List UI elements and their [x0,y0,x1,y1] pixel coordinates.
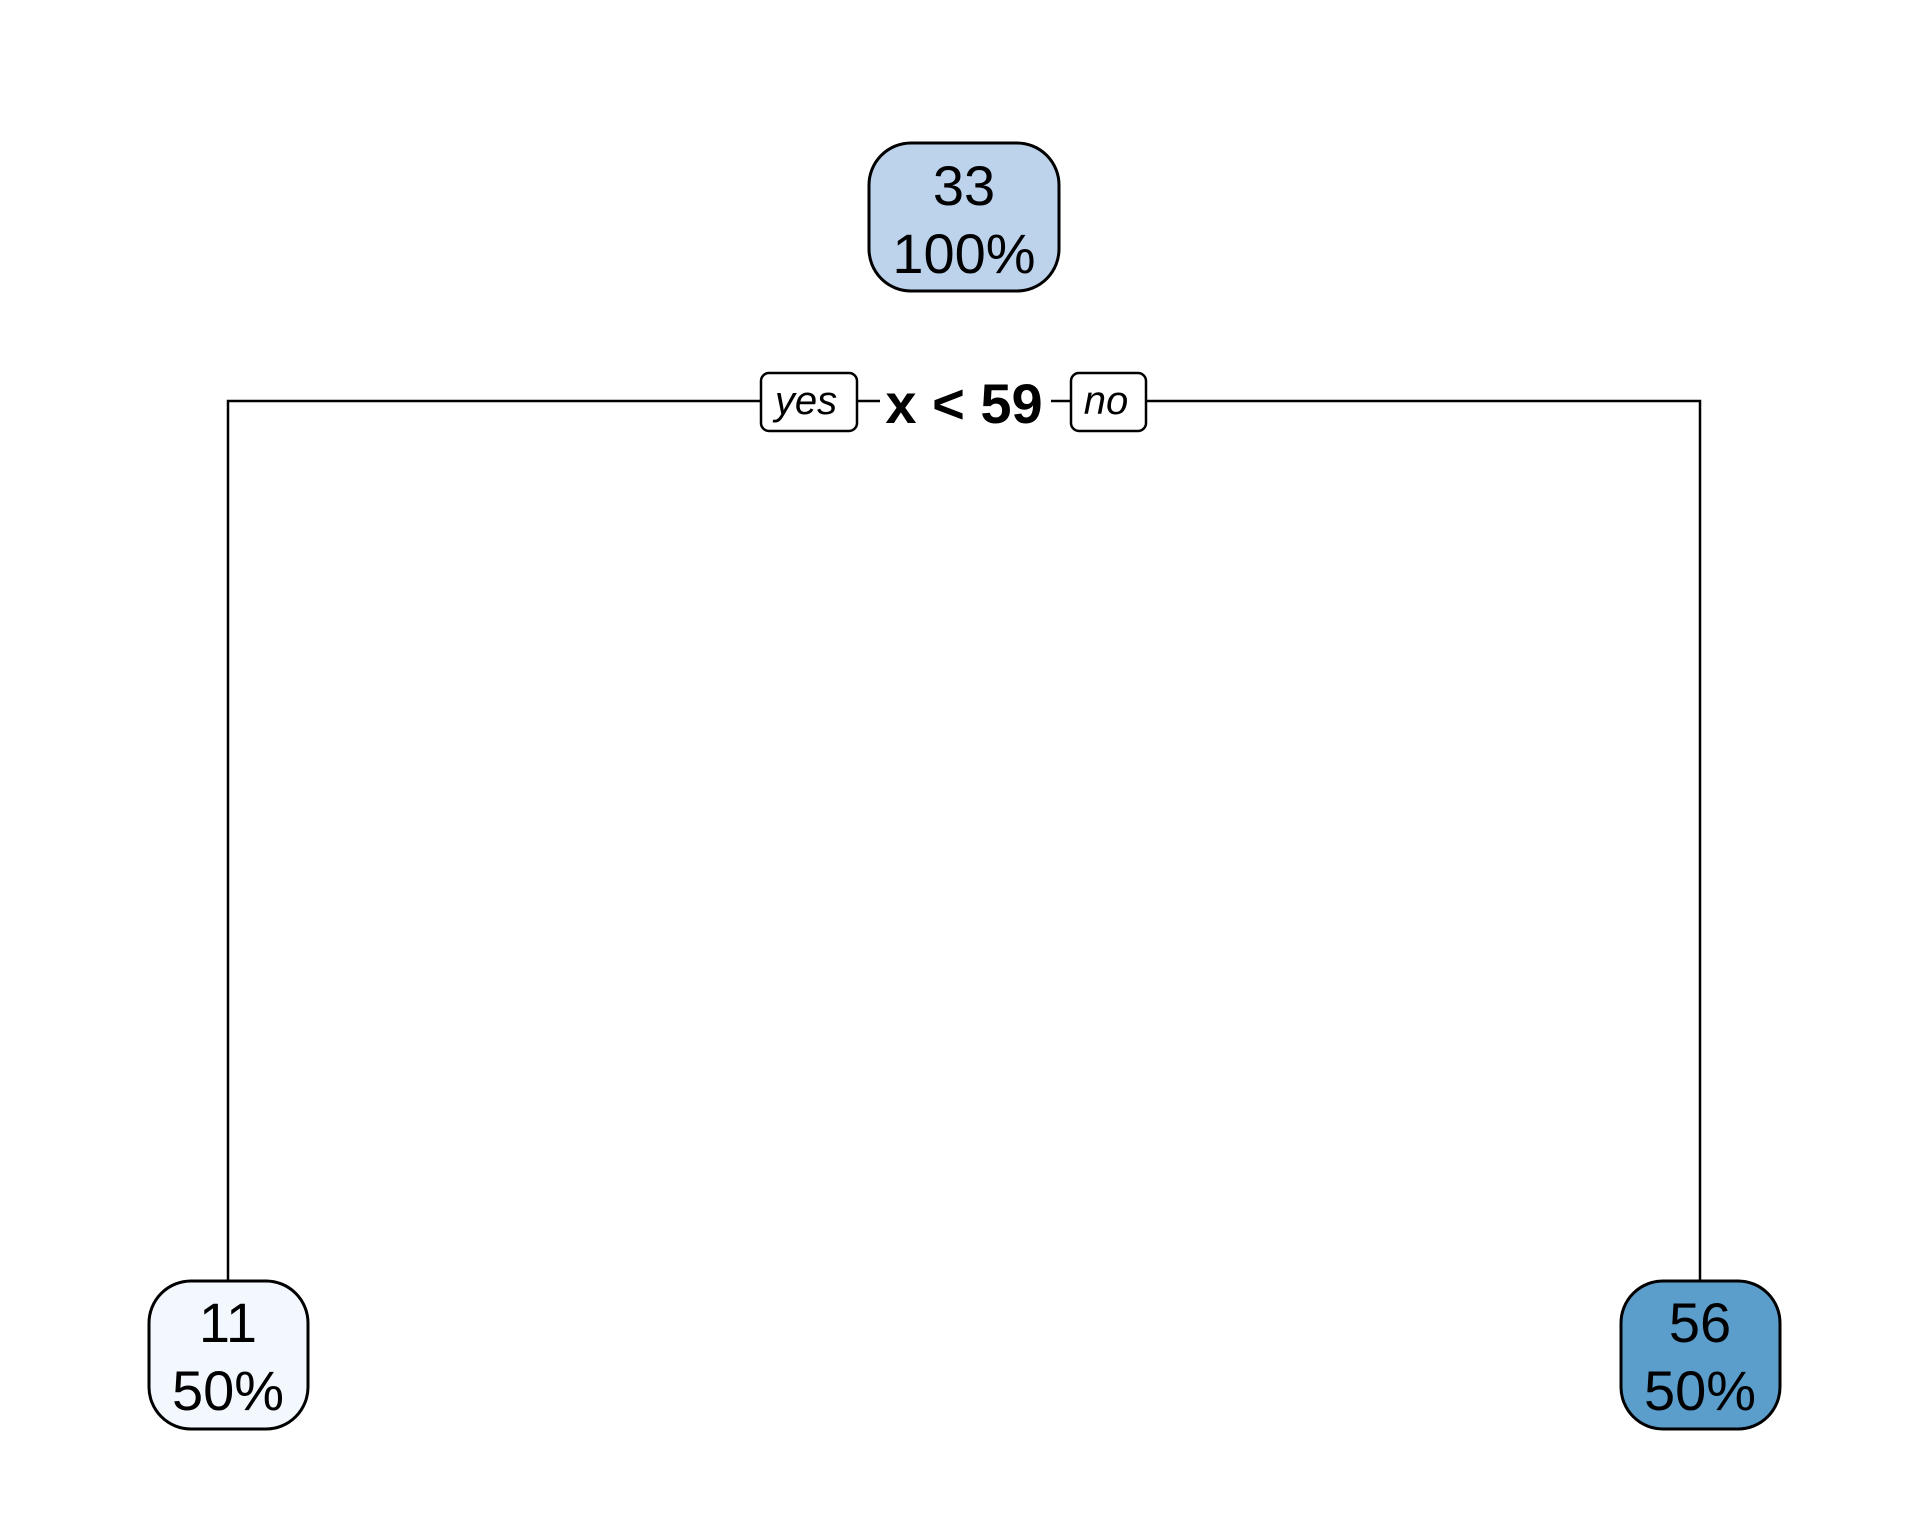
root-node-percent: 100% [892,222,1035,285]
right-leaf-box [1619,1279,1782,1431]
root-node-box [867,141,1061,293]
left-leaf-value: 11 [199,1291,257,1354]
yes-label: yes [772,379,837,423]
left-leaf-node: 11 50% [147,1279,310,1431]
left-leaf-box [147,1279,310,1431]
no-label: no [1084,379,1129,423]
split-condition: x < 59 [885,372,1042,435]
right-leaf-value: 56 [1669,1291,1731,1354]
root-node: 33 100% [867,141,1061,293]
left-leaf-percent: 50% [172,1359,284,1422]
right-branch-line [1147,399,1702,1280]
root-node-value: 33 [933,154,995,217]
yes-label-box [759,371,859,433]
right-leaf-percent: 50% [1644,1359,1756,1422]
left-branch-line [226,399,760,1280]
split-label: yes x < 59 no [759,371,1148,435]
tree-edges [226,399,1702,1280]
right-leaf-node: 56 50% [1619,1279,1782,1431]
no-label-box [1069,371,1148,433]
